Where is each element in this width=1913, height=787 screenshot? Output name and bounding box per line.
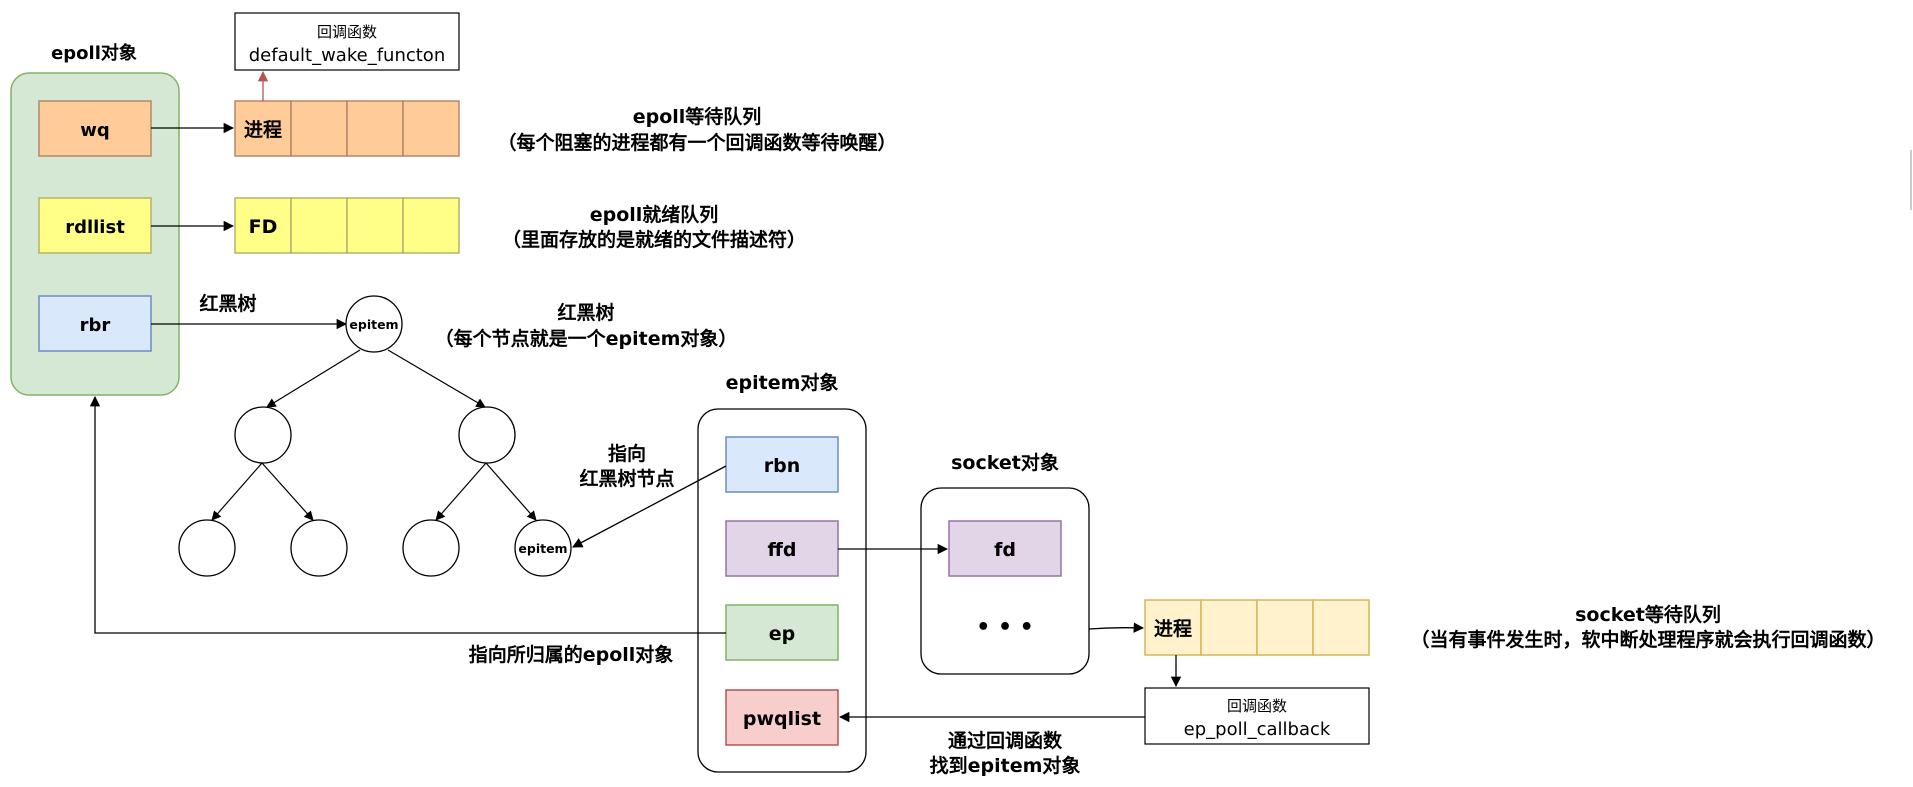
tree-edge <box>211 462 263 521</box>
callback-top-box <box>234 12 460 71</box>
ffd-box <box>725 520 839 577</box>
wait-queue-cell <box>290 100 348 157</box>
tree-edge <box>485 462 537 521</box>
socket-queue-label-line2: （当有事件发生时，软中断处理程序就会执行回调函数） <box>1410 628 1885 651</box>
wait-queue-first-cell-label: 进程 <box>244 119 282 141</box>
callback-note-line2: 找到epitem对象 <box>930 754 1081 777</box>
tree-edge <box>387 349 486 408</box>
rdllist-box <box>38 197 152 254</box>
tree-node <box>234 406 292 464</box>
tree-edge <box>261 462 314 521</box>
tree-node <box>458 406 516 464</box>
tree-root-node <box>345 295 403 353</box>
tree-leaf-label: epitem <box>518 541 567 556</box>
tree-node <box>178 519 236 577</box>
pwqlist-label: pwqlist <box>743 708 821 730</box>
rbn-to-tree-node-arrow <box>572 465 727 548</box>
ready-queue-label-line1: epoll就绪队列 <box>590 203 719 226</box>
tree-node <box>290 519 348 577</box>
callback-bottom-name: ep_poll_callback <box>1184 719 1331 740</box>
ready-queue-cell <box>402 197 460 254</box>
callback-bottom-title: 回调函数 <box>1227 697 1287 715</box>
wait-queue-cell <box>402 100 460 157</box>
rbn-note-line1: 指向 <box>608 442 646 465</box>
rbn-note-line2: 红黑树节点 <box>579 467 674 490</box>
rbtree-edge-label: 红黑树 <box>199 292 256 315</box>
rbr-label: rbr <box>80 315 111 336</box>
ffd-label: ffd <box>768 539 797 561</box>
ep-label: ep <box>769 623 796 645</box>
epitem-object-title: epitem对象 <box>726 371 839 394</box>
socket-queue-cell <box>1312 599 1370 656</box>
pwqlist-box <box>725 689 839 746</box>
wq-label: wq <box>80 120 110 141</box>
callback-top-name: default_wake_functon <box>249 45 445 66</box>
rdllist-label: rdllist <box>65 217 125 238</box>
callback-top-title: 回调函数 <box>317 23 377 41</box>
wait-queue-cell <box>346 100 404 157</box>
socket-queue-cell <box>1200 599 1258 656</box>
socket-queue-label-line1: socket等待队列 <box>1575 603 1721 626</box>
callback-note-line1: 通过回调函数 <box>948 729 1063 752</box>
ready-queue-cell <box>234 197 292 254</box>
wait-queue-label-line2: （每个阻塞的进程都有一个回调函数等待唤醒） <box>497 131 896 154</box>
wq-box <box>38 100 152 157</box>
tree-root-label: epitem <box>349 317 398 332</box>
fd-label: fd <box>994 539 1016 561</box>
rbtree-label-line2: （每个节点就是一个epitem对象） <box>435 327 738 350</box>
epoll-object-title: epoll对象 <box>51 42 137 64</box>
socket-object-to-queue-arrow <box>1088 622 1145 633</box>
fd-box <box>948 520 1062 577</box>
ep-note: 指向所归属的epoll对象 <box>469 643 674 666</box>
socket-object-title: socket对象 <box>951 451 1059 474</box>
ready-queue-label-line2: （里面存放的是就绪的文件描述符） <box>502 228 806 251</box>
ep-to-epoll-object-arrow <box>89 395 726 634</box>
rbn-label: rbn <box>764 455 801 477</box>
ready-queue-cell <box>290 197 348 254</box>
wait-queue-label-line1: epoll等待队列 <box>633 105 762 128</box>
ready-queue-first-cell-label: FD <box>249 216 278 238</box>
ready-queue-cell <box>346 197 404 254</box>
ep-box <box>725 604 839 661</box>
socket-queue-cell <box>1256 599 1314 656</box>
rbn-box <box>725 436 839 493</box>
socket-queue-cell <box>1144 599 1202 656</box>
socket-object-container <box>920 487 1090 675</box>
tree-node <box>402 519 460 577</box>
epitem-object-container <box>697 408 867 773</box>
callback-bottom-box <box>1144 687 1370 745</box>
socket-ellipsis: • • • <box>976 615 1034 640</box>
rbtree-label-line1: 红黑树 <box>557 301 614 324</box>
socket-queue-first-cell-label: 进程 <box>1154 618 1192 640</box>
rbr-box <box>38 295 152 352</box>
tree-edge <box>435 462 487 521</box>
tree-leaf-node <box>514 519 572 577</box>
tree-edge <box>266 349 361 408</box>
